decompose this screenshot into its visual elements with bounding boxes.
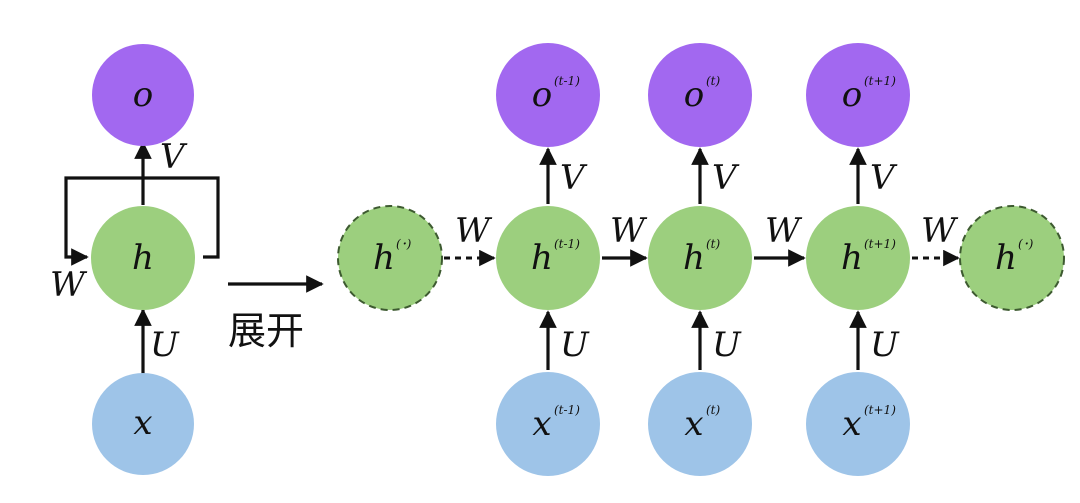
input-label-0-base: x bbox=[532, 404, 551, 444]
folded-rnn: o h x V U W bbox=[50, 44, 220, 475]
folded-hidden-node bbox=[91, 206, 195, 310]
boundary-hidden-label-right-superscript: (･) bbox=[1018, 237, 1034, 251]
output-label-1-base: o bbox=[684, 75, 704, 115]
input-node-1 bbox=[648, 372, 752, 476]
boundary-hidden-node-right bbox=[959, 205, 1065, 311]
hidden-node-2 bbox=[806, 206, 910, 310]
weight-u-label-0: U bbox=[560, 325, 590, 365]
folded-hidden-label: h bbox=[132, 238, 154, 278]
output-label-0-base: o bbox=[532, 75, 552, 115]
boundary-hidden-label-right: h bbox=[995, 238, 1017, 278]
output-node-0 bbox=[496, 43, 600, 147]
hidden-label-2-superscript: (t+1) bbox=[864, 237, 896, 251]
hidden-label-1: h bbox=[683, 238, 705, 278]
folded-weight-u-label: U bbox=[150, 325, 180, 365]
weight-w-label-3: W bbox=[921, 211, 959, 251]
output-label-0-superscript: (t-1) bbox=[554, 74, 580, 88]
boundary-hidden-label-left-superscript: (･) bbox=[396, 237, 412, 251]
weight-u-label-1: U bbox=[712, 325, 742, 365]
output-node-1 bbox=[648, 43, 752, 147]
input-label-2: x bbox=[842, 404, 861, 444]
input-node-0 bbox=[496, 372, 600, 476]
hidden-label-2-base: h bbox=[841, 238, 863, 278]
hidden-label-2: h bbox=[841, 238, 863, 278]
weight-v-label-1: V bbox=[712, 158, 740, 198]
folded-weight-v-label: V bbox=[160, 137, 188, 177]
output-label-2: o bbox=[842, 75, 862, 115]
weight-w-label-1: W bbox=[610, 211, 648, 251]
folded-input-label: x bbox=[133, 403, 152, 443]
boundary-hidden-label-right-base: h bbox=[995, 238, 1017, 278]
output-node-2 bbox=[806, 43, 910, 147]
weight-w-label-2: W bbox=[765, 211, 803, 251]
unfold-label: 展开 bbox=[228, 309, 304, 353]
weight-u-label-2: U bbox=[870, 325, 900, 365]
boundary-hidden-node-left bbox=[337, 205, 443, 311]
input-label-0-superscript: (t-1) bbox=[554, 403, 580, 417]
folded-output-node bbox=[92, 44, 194, 146]
hidden-label-1-base: h bbox=[683, 238, 705, 278]
hidden-label-0: h bbox=[531, 238, 553, 278]
weight-w-label-0: W bbox=[455, 211, 493, 251]
folded-input-node bbox=[92, 373, 194, 475]
unfold-transition: 展开 bbox=[228, 275, 324, 353]
input-node-2 bbox=[806, 372, 910, 476]
output-label-2-base: o bbox=[842, 75, 862, 115]
input-label-1-base: x bbox=[684, 404, 703, 444]
input-label-2-superscript: (t+1) bbox=[864, 403, 896, 417]
boundary-hidden-label-left: h bbox=[373, 238, 395, 278]
hidden-label-0-base: h bbox=[531, 238, 553, 278]
input-label-0: x bbox=[532, 404, 551, 444]
folded-weight-w-label: W bbox=[50, 265, 88, 305]
input-label-2-base: x bbox=[842, 404, 861, 444]
hidden-label-0-superscript: (t-1) bbox=[554, 237, 580, 251]
input-label-1: x bbox=[684, 404, 703, 444]
weight-v-label-0: V bbox=[560, 158, 588, 198]
folded-output-label: o bbox=[133, 75, 153, 115]
output-label-1: o bbox=[684, 75, 704, 115]
hidden-node-0 bbox=[496, 206, 600, 310]
hidden-node-1 bbox=[648, 206, 752, 310]
boundary-hidden-label-left-base: h bbox=[373, 238, 395, 278]
output-label-0: o bbox=[532, 75, 552, 115]
input-label-1-superscript: (t) bbox=[706, 403, 721, 417]
output-label-1-superscript: (t) bbox=[706, 74, 721, 88]
weight-v-label-2: V bbox=[870, 158, 898, 198]
hidden-label-1-superscript: (t) bbox=[706, 237, 721, 251]
output-label-2-superscript: (t+1) bbox=[864, 74, 896, 88]
